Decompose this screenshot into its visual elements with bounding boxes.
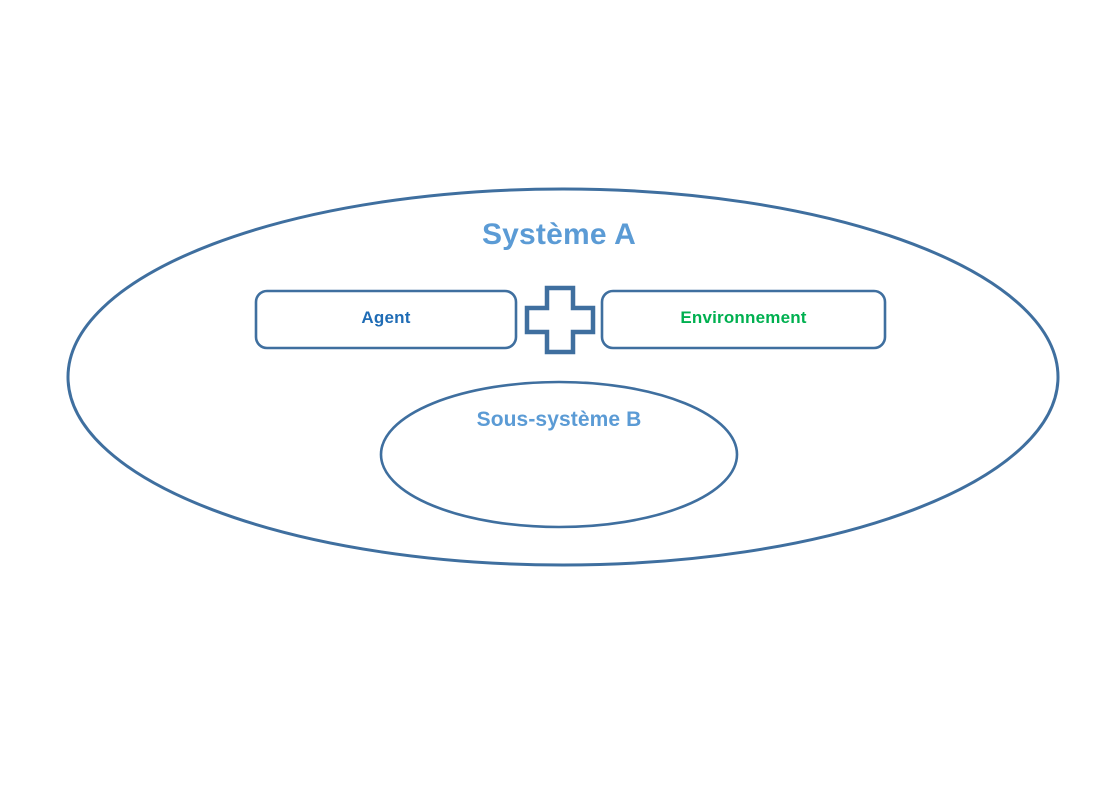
- agent-label: Agent: [361, 308, 411, 327]
- outer-system-label: Système A: [481, 218, 637, 251]
- plus-icon[interactable]: [524, 285, 596, 355]
- outer-system-ellipse[interactable]: [66, 187, 1060, 567]
- agent-box[interactable]: [254, 289, 518, 350]
- environment-box[interactable]: [600, 289, 887, 350]
- sub-system-ellipse[interactable]: [379, 380, 739, 529]
- environment-label: Environnement: [680, 308, 807, 327]
- sub-system-label: Sous-système B: [476, 408, 642, 431]
